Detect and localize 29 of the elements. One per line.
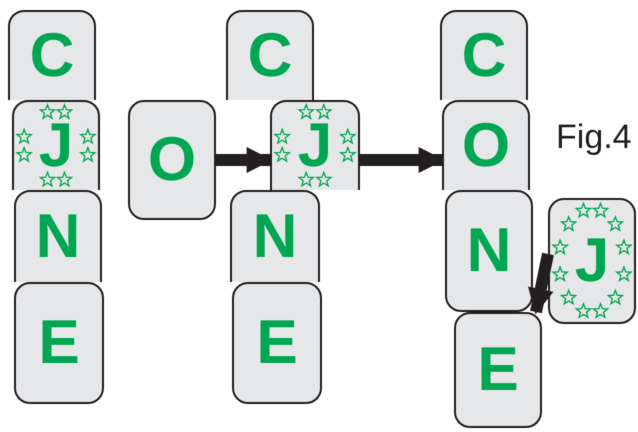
letter-card [445, 190, 533, 312]
letter-card [226, 10, 314, 100]
arrow [360, 147, 445, 173]
letter: C [30, 25, 74, 87]
letter-card [14, 190, 102, 282]
letter: E [38, 312, 80, 374]
letter-card [128, 100, 216, 220]
letter: E [477, 339, 519, 401]
letter: C [462, 25, 506, 87]
letter: O [148, 129, 196, 191]
letter-card [440, 10, 528, 100]
letter: O [462, 115, 510, 177]
letter: N [466, 220, 512, 282]
letter-card [442, 100, 530, 190]
letter-card [454, 312, 542, 428]
letter: N [36, 206, 80, 268]
arrow [528, 252, 554, 315]
letter: J [38, 115, 74, 177]
letter-card [14, 282, 104, 404]
letter-card [8, 10, 96, 100]
arrow [216, 147, 273, 173]
figure-label: Fig.4 [556, 118, 632, 157]
letter: E [256, 312, 298, 374]
letter: J [298, 115, 332, 177]
letter-card [230, 190, 320, 282]
letter: C [248, 25, 292, 87]
letter: N [252, 206, 298, 268]
letter: J [574, 230, 610, 292]
letter-card [232, 282, 322, 404]
